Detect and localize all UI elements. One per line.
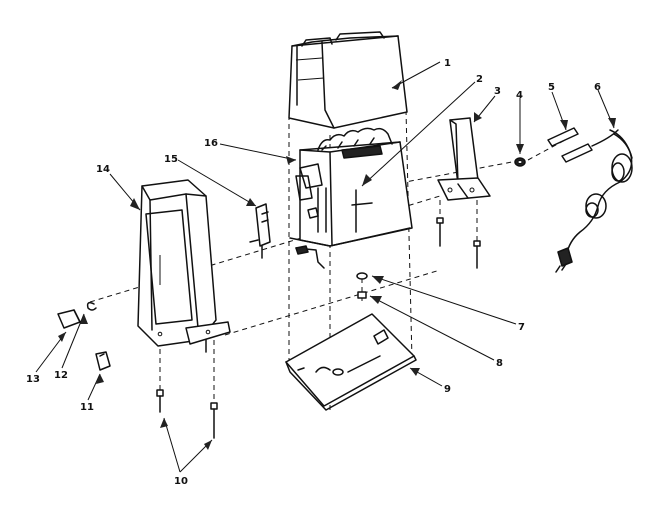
callout-8: 8 <box>496 358 503 369</box>
leader-arrowheads <box>58 80 616 450</box>
callout-7: 7 <box>518 322 525 333</box>
leader-lines <box>35 61 615 473</box>
callout-3: 3 <box>494 86 501 97</box>
part-carriage-bracket <box>249 203 271 259</box>
callout-6: 6 <box>594 82 601 93</box>
part-nut <box>357 291 367 299</box>
callout-9: 9 <box>444 384 451 395</box>
part-insulator-sleeves <box>547 127 593 163</box>
part-line-cord <box>555 129 633 273</box>
part-end-plate <box>437 117 491 201</box>
part-end-plate-screws <box>436 217 481 269</box>
part-base-plate <box>285 313 417 411</box>
part-front-frame <box>137 179 231 353</box>
callout-1: 1 <box>444 58 451 69</box>
part-strain-relief <box>514 157 526 167</box>
part-top-cover <box>288 31 408 129</box>
callout-15: 15 <box>164 154 178 165</box>
part-frame-screws <box>156 389 218 439</box>
callout-16: 16 <box>204 138 218 149</box>
callout-5: 5 <box>548 82 555 93</box>
callout-4: 4 <box>516 90 523 101</box>
part-chassis <box>289 127 413 269</box>
part-lever-handle <box>57 309 81 329</box>
part-knob <box>95 351 111 371</box>
callout-13: 13 <box>26 374 40 385</box>
part-washer <box>356 272 368 280</box>
callout-10: 10 <box>174 476 188 487</box>
callout-11: 11 <box>80 402 94 413</box>
part-e-ring <box>86 301 97 311</box>
callout-12: 12 <box>54 370 68 381</box>
callout-2: 2 <box>476 74 483 85</box>
callout-14: 14 <box>96 164 110 175</box>
callout-labels: 1 2 3 4 5 6 7 8 9 10 11 12 13 14 15 16 <box>26 58 601 487</box>
